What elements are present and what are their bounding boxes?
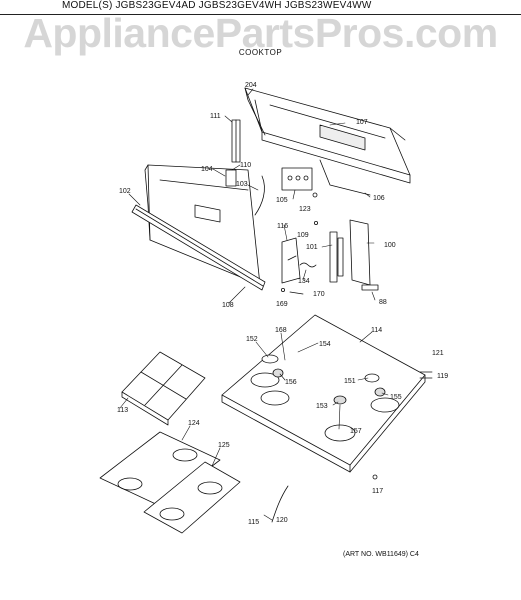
- part-label-114: 114: [371, 327, 382, 334]
- part-label-154: 154: [319, 341, 331, 348]
- part-label-155: 155: [390, 394, 402, 401]
- part-label-151: 151: [344, 378, 356, 385]
- part-label-119: 119: [437, 373, 448, 380]
- bracket-101: [329, 231, 344, 283]
- part-label-156: 156: [285, 379, 297, 386]
- part-label-106: 106: [373, 195, 385, 202]
- tube-115: [271, 485, 289, 523]
- part-label-100: 100: [384, 242, 396, 249]
- part-label-116: 116: [277, 223, 288, 230]
- part-label-157: 157: [350, 428, 362, 435]
- part-label-111: 111: [210, 113, 221, 120]
- part-label-153: 153: [316, 403, 328, 410]
- screw-123: [312, 192, 318, 198]
- part-label-152: 152: [246, 336, 258, 343]
- front-trim-strip: [131, 204, 266, 291]
- part-label-123: 123: [299, 206, 311, 213]
- backsplash-panel: [244, 87, 411, 184]
- drip-pan-125: [143, 461, 241, 534]
- part-label-120: 120: [276, 517, 288, 524]
- part-label-124: 124: [188, 420, 200, 427]
- side-panel-100: [349, 219, 371, 286]
- part-label-121: 121: [432, 350, 444, 357]
- screw-109: [313, 220, 318, 225]
- part-label-113: 113: [117, 407, 128, 414]
- part-label-108: 108: [222, 302, 234, 309]
- part-label-125: 125: [218, 442, 230, 449]
- page-header: MODEL(S) JGBS23GEV4AD JGBS23GEV4WH JGBS2…: [0, 0, 521, 14]
- section-title: COOKTOP: [238, 48, 283, 57]
- drip-pan-124: [99, 431, 221, 507]
- part-labels: 204 111 107 104 110 103 102 105 123 106 …: [117, 82, 448, 526]
- model-list: MODEL(S) JGBS23GEV4AD JGBS23GEV4WH JGBS2…: [62, 0, 372, 11]
- part-label-110: 110: [240, 162, 251, 169]
- header-rule: [0, 14, 521, 15]
- part-label-103: 103: [236, 181, 248, 188]
- part-label-168: 168: [275, 327, 287, 334]
- part-label-105: 105: [276, 197, 288, 204]
- watermark: AppliancePartsPros.com: [23, 10, 498, 56]
- part-label-101: 101: [306, 244, 318, 251]
- screw-117: [372, 474, 378, 480]
- part-label-115: 115: [248, 519, 259, 526]
- leader-lines: [119, 88, 389, 521]
- part-label-169: 169: [276, 301, 288, 308]
- part-label-134: 134: [298, 278, 310, 285]
- cooktop-main-top: [221, 314, 426, 473]
- part-label-204: 204: [245, 82, 257, 89]
- part-label-170: 170: [313, 291, 325, 298]
- end-cap-116: [281, 237, 301, 284]
- spring-134: [299, 262, 317, 268]
- clip-88: [361, 284, 379, 291]
- part-label-117: 117: [372, 488, 383, 495]
- tube-103: [254, 175, 265, 216]
- screw-169: [280, 287, 285, 292]
- part-label-107: 107: [356, 119, 368, 126]
- ignition-module: [281, 167, 313, 191]
- valve-110: [225, 169, 237, 187]
- part-label-104: 104: [201, 166, 213, 173]
- rear-panel-106: [319, 159, 371, 196]
- part-label-102: 102: [119, 188, 131, 195]
- part-label-88: 88: [379, 299, 387, 306]
- art-number: (ART NO. WB11649) C4: [343, 551, 419, 558]
- side-bracket-111: [231, 119, 241, 163]
- wire-170: [289, 291, 304, 295]
- burner-grate: [121, 351, 206, 426]
- part-label-109: 109: [297, 232, 309, 239]
